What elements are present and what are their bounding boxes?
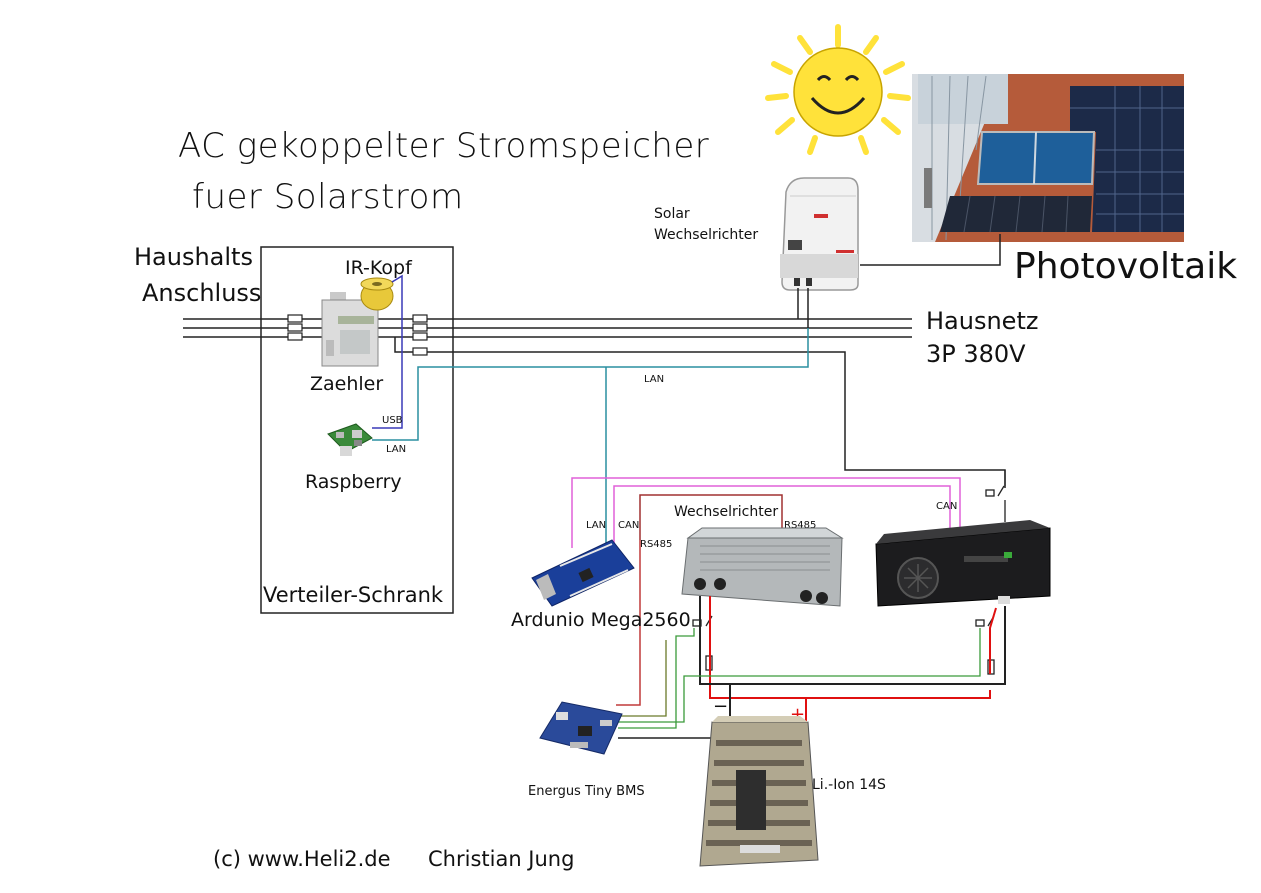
house-grid-label-2: 3P 380V [926,340,1026,368]
grid-connection-label-2: Anschluss [142,279,261,307]
ir-head-label: IR-Kopf [345,257,413,279]
battery-charger-image [875,520,1051,607]
inverter-dc-switch [692,615,995,675]
electricity-meter-image [321,292,379,367]
usb-cable [372,274,403,429]
bms-label: Energus Tiny BMS [528,784,645,799]
lan-arduino-label: LAN [586,520,606,531]
arduino-label: Ardunio Mega2560 [511,609,691,631]
bms-control-charger [618,628,981,723]
can-bus-outer [571,477,961,548]
battery-inverter-image [681,527,844,607]
lan-pi-label: LAN [386,444,406,455]
bms-board-image [539,701,623,755]
author-text: Christian Jung [428,847,574,871]
can-charger-label: CAN [936,501,957,512]
title-line-1: AC gekoppelter Stromspeicher [178,126,709,166]
copyright-text: (c) www.Heli2.de [213,847,391,871]
lan-cable-main [372,328,809,441]
solar-inverter-image [780,177,859,291]
rs485-inverter-label: RS485 [784,520,816,531]
rs485-bus [639,494,783,540]
title-line-2: fuer Solarstrom [192,177,464,217]
battery-label: Li.-Ion 14S [812,777,886,793]
rs485-bms-cable [616,540,641,706]
ac-three-phase-lines [183,288,1006,488]
sun-icon [765,24,911,155]
bms-control-inverter [618,628,695,729]
raspberry-label: Raspberry [305,471,402,493]
photovoltaic-roof-image [912,74,1184,242]
dc-minus-cable [699,596,1006,685]
solar-inverter-label-1: Solar [654,206,690,222]
distribution-cabinet-box [260,246,454,614]
pv-dc-line [860,234,1001,266]
usb-label: USB [382,415,403,426]
photovoltaic-label: Photovoltaik [1014,246,1237,287]
lan-main-label: LAN [644,374,664,385]
arduino-mega-image [531,539,635,607]
raspberry-pi-image [327,423,373,456]
house-grid-label-1: Hausnetz [926,307,1038,335]
meter-label: Zaehler [310,373,383,395]
dc-plus-cable [709,596,991,699]
can-bus-charger [613,485,951,548]
ir-head-image [360,277,394,311]
ac-fuses [287,314,428,356]
battery-pack-image [699,716,819,867]
minus-sign: − [713,696,728,717]
solar-inverter-label-2: Wechselrichter [654,227,758,243]
grid-connection-label-1: Haushalts [134,243,253,271]
inverter-label: Wechselrichter [674,504,778,520]
rs485-arduino-label: RS485 [640,539,672,550]
charger-ac-switch [985,470,1006,522]
can-arduino-label: CAN [618,520,639,531]
cabinet-label: Verteiler-Schrank [263,583,444,607]
